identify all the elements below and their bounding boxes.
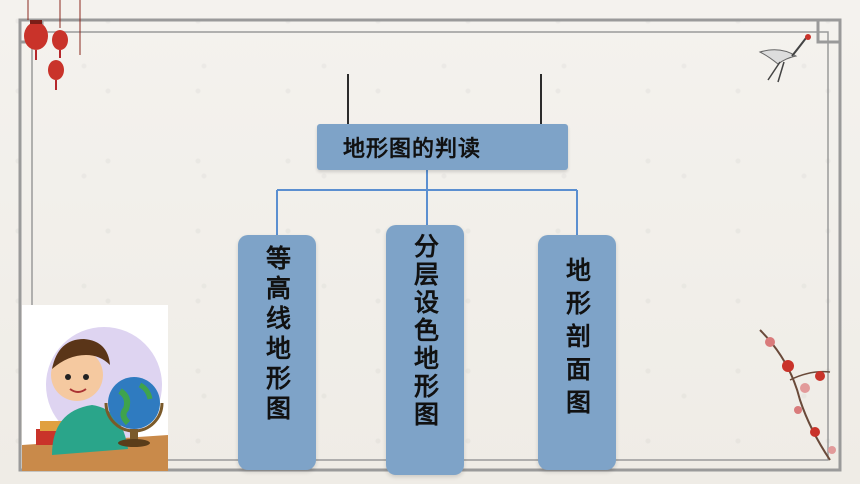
branch-label-layered-color-map: 分层设色地形图	[410, 233, 440, 429]
hanging-string-left	[347, 74, 349, 128]
branch-box-terrain-profile: 地形剖面图	[538, 235, 616, 470]
branch-box-contour-map: 等高线地形图	[238, 235, 316, 470]
title-box: 地形图的判读	[317, 124, 568, 170]
plum-blossom-icon	[759, 329, 836, 461]
connector-lines	[276, 170, 578, 235]
branch-label-terrain-profile: 地形剖面图	[562, 257, 592, 422]
lantern-icon	[24, 0, 81, 90]
child-with-globe-illustration	[22, 305, 168, 471]
diagram-title: 地形图的判读	[343, 137, 482, 162]
branch-box-layered-color-map: 分层设色地形图	[386, 225, 464, 475]
hanging-string-right	[540, 74, 542, 128]
branch-label-contour-map: 等高线地形图	[262, 245, 292, 425]
crane-icon	[758, 34, 811, 83]
